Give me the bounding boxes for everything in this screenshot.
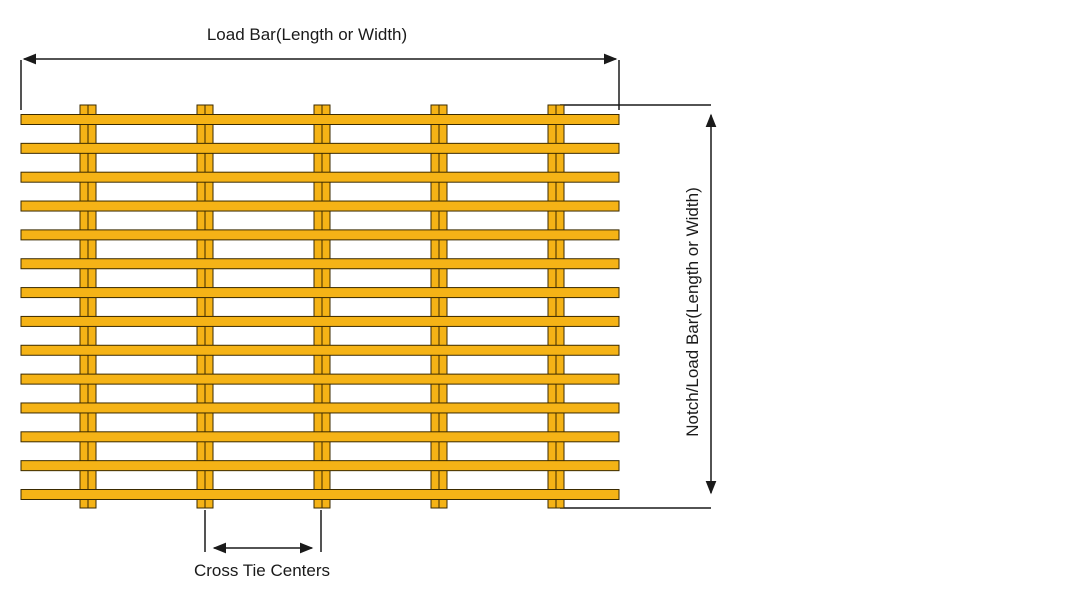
load-bar (20, 229, 620, 241)
load-bar-dimension-label: Load Bar(Length or Width) (207, 25, 407, 44)
load-bar (20, 460, 620, 472)
load-bar (20, 287, 620, 299)
load-bar (20, 489, 620, 500)
load-bar (20, 114, 620, 125)
load-bar (20, 373, 620, 385)
load-bar (20, 200, 620, 212)
load-bar (20, 402, 620, 414)
load-bars-group (20, 114, 620, 500)
load-bar (20, 315, 620, 327)
load-bar (20, 431, 620, 443)
load-bar (20, 142, 620, 154)
cross-tie-dimension-label: Cross Tie Centers (194, 561, 330, 580)
load-bar (20, 171, 620, 183)
notch-dimension-label: Notch/Load Bar(Length or Width) (683, 187, 702, 436)
cross-ties-group (79, 104, 565, 509)
load-bar (20, 258, 620, 270)
load-bar (20, 344, 620, 356)
